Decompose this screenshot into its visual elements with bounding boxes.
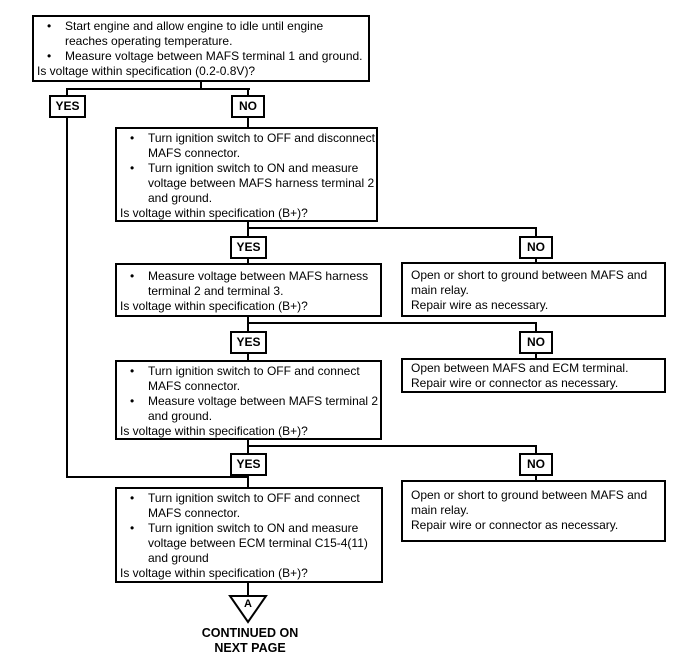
step-box-4: • Turn ignition switch to OFF and connec… xyxy=(115,360,382,440)
offpage-connector-letter: A xyxy=(244,598,252,610)
yes-tag-4: YES xyxy=(230,453,267,476)
connector-line xyxy=(535,322,537,333)
continued-caption: CONTINUED ON NEXT PAGE xyxy=(201,626,299,655)
connector-line xyxy=(535,352,537,360)
result-box-1: Open or short to ground between MAFS and… xyxy=(401,262,666,317)
step-box-1: • Start engine and allow engine to idle … xyxy=(32,15,370,82)
bullet-item: • Turn ignition switch to OFF and connec… xyxy=(117,491,381,521)
no-tag-2: NO xyxy=(519,236,553,259)
connector-line xyxy=(535,257,537,264)
step1-bullet-1: Start engine and allow engine to idle un… xyxy=(65,19,324,48)
connector-line xyxy=(247,227,537,229)
connector-line xyxy=(247,227,249,238)
bullet-glyph: • xyxy=(130,491,135,505)
no-tag-1: NO xyxy=(231,95,265,118)
yes-tag-3: YES xyxy=(230,331,267,354)
bullet-glyph: • xyxy=(47,19,52,33)
result-box-2: Open between MAFS and ECM terminal. Repa… xyxy=(401,358,666,393)
bullet-item: • Measure voltage between MAFS terminal … xyxy=(117,394,380,424)
connector-line xyxy=(247,445,249,455)
step-box-3: • Measure voltage between MAFS harness t… xyxy=(115,263,382,317)
connector-line xyxy=(247,322,249,333)
bullet-glyph: • xyxy=(130,394,135,408)
step5-bullet-2: Turn ignition switch to ON and measure v… xyxy=(148,521,368,565)
connector-line xyxy=(247,116,249,127)
bullet-item: • Turn ignition switch to OFF and discon… xyxy=(117,131,376,161)
step2-bullet-2: Turn ignition switch to ON and measure v… xyxy=(148,161,375,205)
step2-bullet-1: Turn ignition switch to OFF and disconne… xyxy=(148,131,375,160)
connector-line xyxy=(247,257,249,265)
yes-tag-2: YES xyxy=(230,236,267,259)
connector-line xyxy=(66,88,250,90)
connector-line xyxy=(247,438,249,447)
connector-line xyxy=(247,315,249,324)
bullet-glyph: • xyxy=(130,269,135,283)
connector-line xyxy=(247,88,249,97)
no-tag-4: NO xyxy=(519,453,553,476)
connector-line xyxy=(247,474,249,488)
bullet-item: • Turn ignition switch to ON and measure… xyxy=(117,161,376,206)
step4-question: Is voltage within specification (B+)? xyxy=(120,424,308,438)
bullet-item: • Measure voltage between MAFS terminal … xyxy=(34,49,368,64)
connector-line xyxy=(535,445,537,455)
step4-bullet-2: Measure voltage between MAFS terminal 2 … xyxy=(148,394,379,423)
no-tag-3: NO xyxy=(519,331,553,354)
offpage-connector-triangle-icon: A xyxy=(228,595,268,624)
connector-line xyxy=(247,445,537,447)
bullet-item: • Turn ignition switch to ON and measure… xyxy=(117,521,381,566)
yes-tag-1: YES xyxy=(49,95,86,118)
bullet-item: • Turn ignition switch to OFF and connec… xyxy=(117,364,380,394)
connector-line xyxy=(247,322,537,324)
step1-question: Is voltage within specification (0.2-0.8… xyxy=(37,64,256,78)
bullet-glyph: • xyxy=(130,161,135,175)
step-box-5: • Turn ignition switch to OFF and connec… xyxy=(115,487,383,583)
step1-bullet-2: Measure voltage between MAFS terminal 1 … xyxy=(65,49,363,63)
connector-line xyxy=(247,583,249,596)
step2-question: Is voltage within specification (B+)? xyxy=(120,206,308,220)
connector-line xyxy=(200,80,202,90)
bullet-glyph: • xyxy=(130,131,135,145)
connector-line xyxy=(66,116,68,478)
connector-line xyxy=(535,227,537,238)
bullet-item: • Measure voltage between MAFS harness t… xyxy=(117,269,380,299)
connector-line xyxy=(535,474,537,482)
result-box-3: Open or short to ground between MAFS and… xyxy=(401,480,666,542)
bullet-glyph: • xyxy=(130,364,135,378)
connector-line xyxy=(66,88,68,97)
step3-question: Is voltage within specification (B+)? xyxy=(120,299,308,313)
bullet-glyph: • xyxy=(130,521,135,535)
step4-bullet-1: Turn ignition switch to OFF and connect … xyxy=(148,364,360,393)
bullet-glyph: • xyxy=(47,49,52,63)
step3-bullet-1: Measure voltage between MAFS harness ter… xyxy=(148,269,369,298)
connector-line xyxy=(66,476,249,478)
step-box-2: • Turn ignition switch to OFF and discon… xyxy=(115,127,378,222)
connector-line xyxy=(247,220,249,229)
step5-question: Is voltage within specification (B+)? xyxy=(120,566,308,580)
connector-line xyxy=(247,352,249,362)
bullet-item: • Start engine and allow engine to idle … xyxy=(34,19,368,49)
step5-bullet-1: Turn ignition switch to OFF and connect … xyxy=(148,491,360,520)
